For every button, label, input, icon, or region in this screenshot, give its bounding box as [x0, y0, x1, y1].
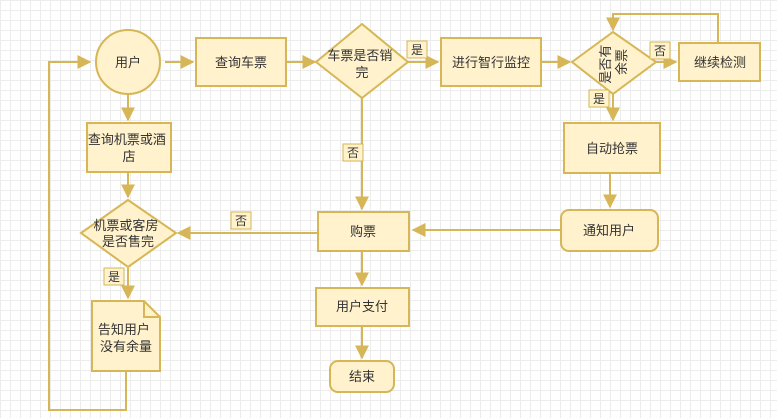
label-yes-auto-grab-text: 是	[593, 92, 605, 106]
label-no-plane-to-buy: 否	[230, 211, 252, 230]
node-user-pay-label: 用户支付	[336, 299, 388, 315]
node-has-remaining-label: 是否有 余票	[599, 40, 630, 83]
node-tell-no-remaining-label: 告知用户 没有余量	[98, 322, 154, 355]
node-user-pay-line: 用户支付	[336, 299, 388, 315]
label-no-keep-checking-text: 否	[654, 44, 666, 58]
node-user[interactable]: 用户	[95, 29, 161, 95]
edge-tell-user-loop-back	[48, 55, 127, 411]
node-query-ticket-label: 查询车票	[215, 55, 267, 71]
label-yes-to-monitor: 是	[406, 40, 428, 59]
node-plane-room-sold-out-line-2: 是否售完	[102, 234, 154, 250]
node-query-plane-hotel-shape	[86, 122, 172, 173]
node-plane-room-sold-out-label: 机票或客房 是否售完	[93, 218, 162, 250]
node-has-remaining-line-1: 是否有	[599, 45, 614, 84]
node-ticket-sold-out-decision[interactable]: 车票是否销 完	[314, 22, 410, 100]
node-buy-ticket-line: 购票	[350, 224, 376, 240]
edge-keep-checking-loop	[606, 13, 719, 43]
label-yes-to-monitor-box	[406, 40, 428, 59]
node-smart-monitor-shape	[440, 37, 542, 87]
node-keep-checking-line: 继续检测	[694, 56, 746, 71]
label-yes-auto-grab-box	[588, 89, 610, 108]
label-yes-to-monitor-text: 是	[411, 43, 423, 57]
node-plane-room-sold-out-decision[interactable]: 机票或客房 是否售完	[79, 198, 178, 269]
node-has-remaining-shape	[570, 30, 658, 96]
label-no-keep-checking: 否	[649, 41, 671, 60]
node-ticket-sold-out-shape	[314, 22, 410, 100]
label-no-plane-to-buy-text: 否	[235, 214, 247, 228]
node-finish[interactable]: 结束	[329, 360, 395, 393]
node-query-plane-hotel-line-2: 店	[122, 150, 135, 165]
node-keep-checking-label: 继续检测	[694, 56, 746, 71]
node-auto-grab-label: 自动抢票	[586, 141, 638, 157]
node-auto-grab[interactable]: 自动抢票	[563, 122, 661, 174]
node-query-ticket-line: 查询车票	[215, 55, 267, 71]
edge-labels: 是 否 否 是 否 是	[103, 40, 671, 286]
node-has-remaining-line-2: 余票	[614, 49, 630, 75]
node-query-ticket[interactable]: 查询车票	[195, 37, 287, 87]
node-finish-line: 结束	[349, 370, 375, 385]
node-finish-label: 结束	[349, 370, 375, 385]
node-tell-no-remaining-line-2: 没有余量	[100, 339, 152, 355]
node-has-remaining-decision[interactable]: 是否有 余票	[570, 30, 658, 96]
node-notify-user-label: 通知用户	[583, 223, 635, 239]
node-user-label: 用户	[115, 55, 141, 71]
label-yes-tell-user: 是	[103, 267, 125, 286]
label-no-plane-to-buy-box	[230, 211, 252, 230]
node-buy-ticket[interactable]: 购票	[317, 211, 410, 252]
node-smart-monitor[interactable]: 进行智行监控	[440, 37, 542, 87]
node-user-shape	[95, 29, 161, 95]
label-yes-tell-user-text: 是	[108, 270, 120, 284]
node-query-ticket-shape	[195, 37, 287, 87]
node-plane-room-sold-out-line-1: 机票或客房	[93, 218, 158, 234]
label-no-to-buy-box	[342, 143, 364, 162]
node-tell-no-remaining-fold	[143, 301, 160, 318]
node-tell-no-remaining[interactable]: 告知用户 没有余量	[91, 300, 161, 372]
node-plane-room-sold-out-shape	[79, 198, 178, 269]
node-user-pay[interactable]: 用户支付	[315, 287, 410, 327]
connectors	[48, 13, 719, 411]
node-notify-user[interactable]: 通知用户	[560, 209, 659, 252]
label-no-to-buy: 否	[342, 143, 364, 162]
node-query-plane-hotel-label: 查询机票或酒 店	[88, 133, 170, 165]
node-keep-checking[interactable]: 继续检测	[678, 42, 761, 82]
label-yes-auto-grab: 是	[588, 89, 610, 108]
node-user-pay-shape	[315, 287, 410, 327]
node-tell-no-remaining-line-1: 告知用户	[98, 322, 150, 338]
node-finish-shape	[329, 360, 395, 393]
node-query-plane-hotel-line-1: 查询机票或酒	[88, 133, 166, 148]
label-no-keep-checking-box	[649, 41, 671, 60]
node-tell-no-remaining-shape	[91, 300, 161, 372]
nodes: 用户 查询车票 车票是否销 完 进行智行监控	[79, 22, 761, 393]
node-query-plane-hotel[interactable]: 查询机票或酒 店	[86, 122, 172, 173]
node-notify-user-shape	[560, 209, 659, 252]
node-notify-user-line: 通知用户	[583, 223, 635, 239]
label-no-to-buy-text: 否	[347, 146, 359, 160]
label-yes-tell-user-box	[103, 267, 125, 286]
node-ticket-sold-out-label: 车票是否销 完	[327, 48, 396, 81]
node-smart-monitor-line: 进行智行监控	[452, 56, 530, 71]
node-user-line: 用户	[115, 55, 141, 71]
node-keep-checking-shape	[678, 42, 761, 82]
node-ticket-sold-out-line-1: 车票是否销	[327, 48, 392, 64]
node-ticket-sold-out-line-2: 完	[355, 66, 368, 81]
node-auto-grab-line: 自动抢票	[586, 141, 638, 157]
node-has-remaining-label-group: 是否有 余票	[599, 40, 630, 84]
node-buy-ticket-shape	[317, 211, 410, 252]
node-buy-ticket-label: 购票	[350, 224, 376, 240]
node-auto-grab-shape	[563, 122, 661, 174]
node-smart-monitor-label: 进行智行监控	[452, 56, 530, 71]
